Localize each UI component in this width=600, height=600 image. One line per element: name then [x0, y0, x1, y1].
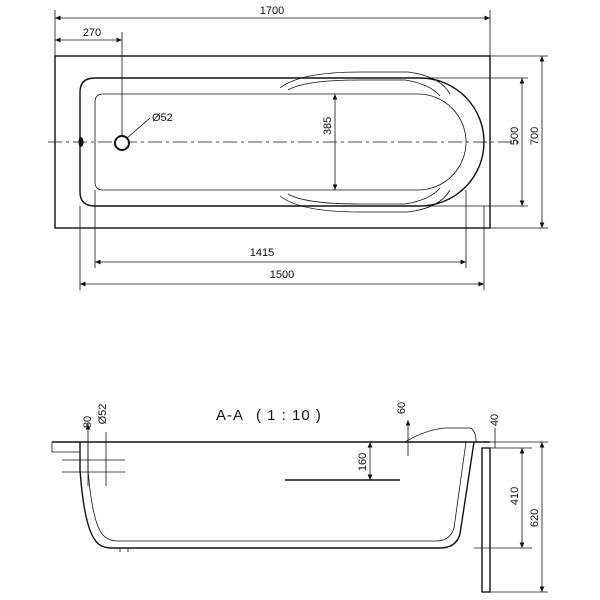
section-tub-outer [79, 441, 475, 549]
section-scale: ( 1 : 10 ) [256, 407, 322, 424]
tub-inner-outline [79, 77, 485, 207]
dim-rim-40: 40 [489, 414, 501, 426]
armrest-top [279, 71, 451, 95]
dim-outer-width: 700 [529, 127, 541, 145]
section-headrest [404, 427, 477, 443]
overflow-icon [78, 137, 84, 147]
dim-outer-width-inner: 500 [509, 127, 521, 145]
dim-drain-offset: 270 [83, 27, 101, 39]
dim-drain-diameter: Ø52 [152, 112, 173, 124]
dim-overall-length: 1700 [260, 5, 284, 17]
dim-inner-width: 385 [322, 117, 334, 135]
top-view: 1700 270 Ø52 385 500 700 1415 1500 [48, 5, 548, 290]
section-tub-inner [87, 441, 467, 542]
dim-total-height: 620 [529, 509, 541, 527]
armrest-bottom-inner [287, 187, 441, 205]
dim-inner-height: 410 [509, 487, 521, 505]
section-view: A-A ( 1 : 10 ) 80 Ø52 60 40 [51, 402, 548, 593]
section-front-panel [481, 447, 491, 593]
dim-depth-160: 160 [357, 453, 369, 471]
dim-headrest-60: 60 [396, 402, 408, 414]
section-title: A-A [216, 407, 244, 424]
drain-icon [114, 135, 130, 151]
dim-length-1500: 1500 [270, 269, 294, 281]
tub-basin-floor [94, 93, 467, 191]
armrest-bottom [279, 189, 451, 213]
armrest-top-inner [287, 79, 441, 97]
dim-inner-length: 1415 [250, 247, 274, 259]
dim-section-drain-diameter: Ø52 [97, 404, 109, 425]
dim-rim-80: 80 [82, 416, 94, 428]
